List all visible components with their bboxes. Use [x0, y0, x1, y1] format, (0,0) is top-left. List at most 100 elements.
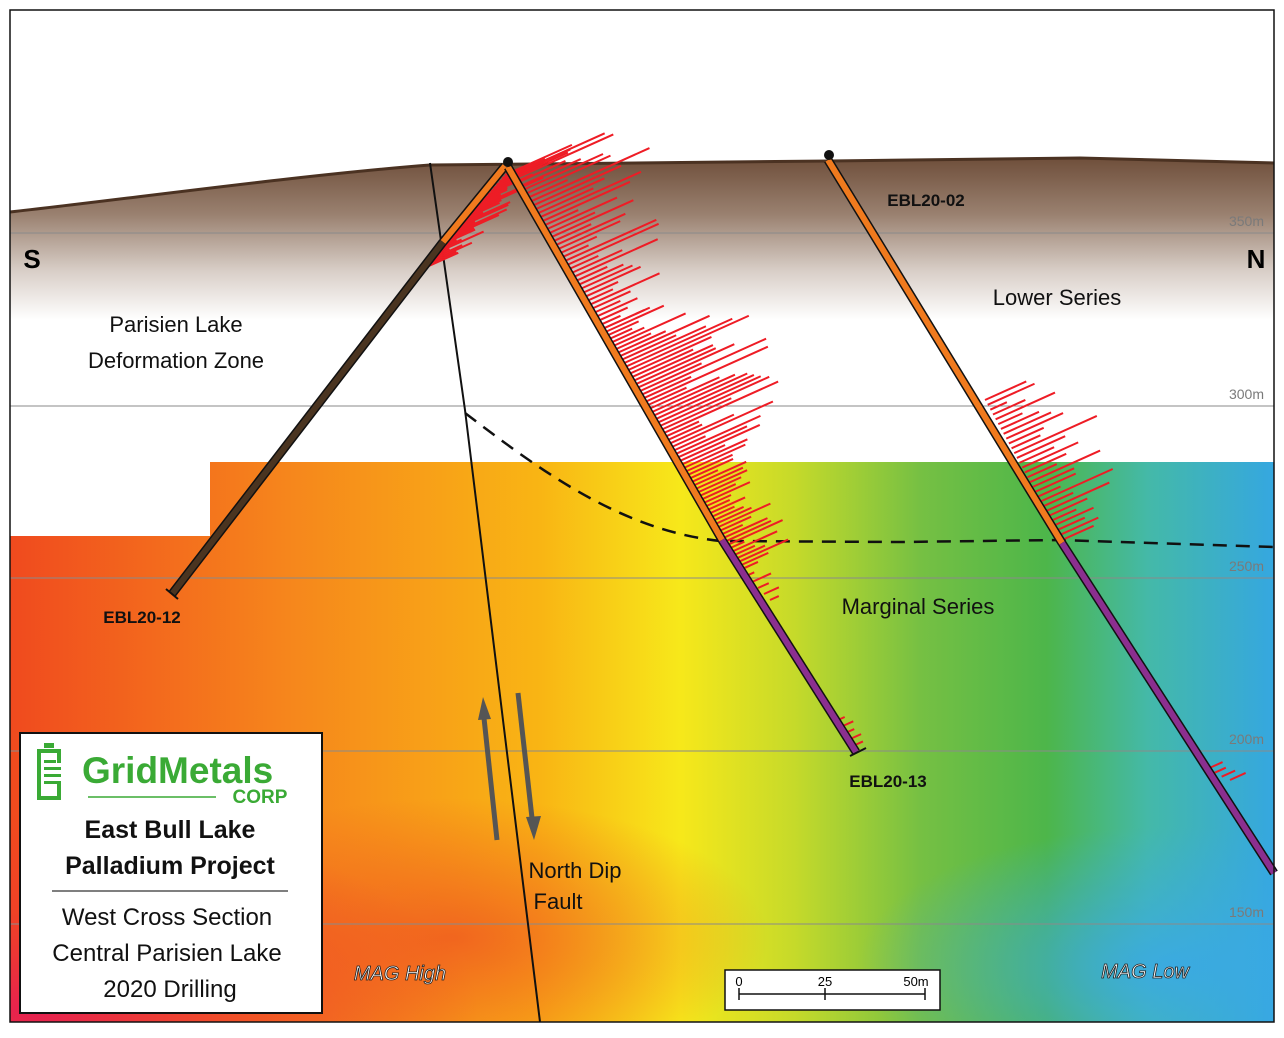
assay-bar-ebl20-13 [662, 420, 700, 439]
assay-bar-ebl20-02 [1045, 481, 1110, 512]
assay-bar-ebl20-13 [613, 330, 667, 356]
assay-bar-ebl20-13 [656, 375, 770, 429]
assay-bar-ebl20-13 [703, 494, 732, 509]
assay-bar-ebl20-02 [1061, 524, 1095, 541]
assay-bar-ebl20-13 [735, 538, 789, 564]
assay-bar-ebl20-13 [733, 544, 766, 561]
assay-bar-ebl20-13 [709, 505, 735, 519]
assay-bar-ebl20-12 [495, 151, 569, 186]
assay-bar-ebl20-12 [457, 203, 509, 229]
assay-bar-ebl20-13 [579, 265, 641, 296]
assay-bar-ebl20-13 [574, 263, 624, 288]
assay-bar-ebl20-13 [522, 154, 611, 196]
assay-bar-ebl20-13 [654, 375, 762, 425]
mag-high-label: MAG High [354, 963, 446, 985]
assay-bar-ebl20-02 [1053, 506, 1094, 527]
assay-bar-ebl20-13 [763, 586, 780, 595]
assay-bar-ebl20-13 [717, 515, 752, 533]
fault-arrows [478, 692, 541, 841]
assay-bar-ebl20-13 [666, 413, 735, 446]
assay-bar-ebl20-13 [723, 519, 772, 544]
assay-bar-ebl20-13 [615, 314, 710, 359]
assay-bar-ebl20-02 [1050, 508, 1077, 522]
assay-bar-ebl20-13 [713, 506, 752, 526]
lower-series-label: Lower Series [993, 285, 1121, 310]
assay-bar-ebl20-13 [518, 158, 582, 188]
assay-bar-ebl20-13 [660, 380, 779, 436]
assay-bar-ebl20-02 [1058, 516, 1099, 537]
scale-label-50: 50m [903, 974, 928, 989]
assay-bar-ebl20-13 [630, 344, 714, 384]
assay-bar-ebl20-13 [705, 499, 731, 512]
assay-bar-ebl20-12 [466, 201, 501, 219]
assay-bar-ebl20-13 [617, 334, 677, 363]
overburden-zone [10, 158, 1274, 320]
assay-bar-ebl20-13 [527, 147, 650, 204]
assay-bar-ebl20-13 [638, 337, 767, 397]
assay-bar-ebl20-02 [1000, 410, 1040, 430]
scale-bar: 0 25 50m [724, 969, 941, 1011]
assay-bar-ebl20-12 [469, 199, 502, 216]
assay-bar-ebl20-13 [719, 523, 744, 537]
assay-bar-ebl20-13 [650, 372, 748, 418]
section-title-1: West Cross Section [62, 904, 272, 931]
assay-bar-ebl20-02 [1003, 411, 1052, 435]
assay-bar-ebl20-13 [513, 133, 614, 180]
elev-label-250: 250m [1229, 558, 1264, 574]
project-title-2: Palladium Project [65, 852, 275, 880]
elev-label-350: 350m [1229, 213, 1264, 229]
fault-label-2: Fault [534, 889, 583, 914]
assay-bar-ebl20-13 [592, 297, 638, 319]
assay-bar-ebl20-13 [534, 187, 594, 216]
assay-bar-ebl20-13 [725, 519, 784, 547]
elev-label-300: 300m [1229, 386, 1264, 402]
assay-bar-ebl20-02 [1005, 412, 1064, 440]
assay-bar-ebl20-13 [623, 314, 750, 373]
assay-bar-ebl20-13 [636, 362, 703, 394]
assay-bar-ebl20-13 [609, 312, 687, 349]
assay-bar-ebl20-13 [688, 469, 719, 484]
figure-border [9, 9, 1275, 1023]
assay-bar-ebl20-02 [997, 412, 1023, 426]
assay-bar-ebl20-12 [451, 208, 508, 235]
logo-wordmark: GridMetals [82, 750, 273, 791]
project-title-1: East Bull Lake [85, 816, 256, 844]
assay-bar-ebl20-13 [721, 517, 768, 540]
assay-bar-ebl20-02 [1056, 516, 1086, 532]
scale-label-25: 25 [818, 974, 832, 989]
assay-bar-ebl20-13 [572, 265, 608, 284]
assay-bar-ebl20-13 [556, 235, 598, 256]
assay-bar-ebl20-02 [1035, 472, 1077, 493]
assay-bar-ebl20-02 [987, 382, 1035, 406]
assay-bar-ebl20-13 [563, 222, 660, 268]
elev-label-200: 200m [1229, 731, 1264, 747]
fault-label-1: North Dip [529, 858, 622, 883]
assay-bar-ebl20-13 [536, 170, 642, 220]
assay-bar-ebl20-13 [699, 483, 737, 502]
assay-bar-ebl20-13 [625, 336, 712, 377]
assay-bar-ebl20-13 [757, 582, 770, 589]
label-ebl20-02: EBL20-02 [887, 191, 964, 210]
assay-bar-ebl20-13 [690, 460, 747, 488]
section-title-3: 2020 Drilling [103, 976, 236, 1003]
assay-bar-ebl20-02 [1011, 434, 1041, 450]
assay-bar-ebl20-12 [448, 214, 500, 239]
assay-bar-ebl20-13 [621, 317, 733, 370]
assay-bar-ebl20-12 [478, 193, 502, 206]
assay-bar-ebl20-02 [984, 380, 1027, 401]
assay-bar-ebl20-02 [1040, 468, 1114, 503]
section-title-2: Central Parisien Lake [52, 940, 281, 967]
scale-label-0: 0 [735, 974, 742, 989]
assay-bar-ebl20-13 [601, 304, 665, 335]
assay-bar-ebl20-13 [632, 347, 717, 387]
assay-bar-ebl20-13 [670, 435, 706, 453]
label-ebl20-12: EBL20-12 [103, 608, 180, 627]
assay-bar-ebl20-02 [992, 398, 1026, 416]
title-box: GridMetals CORP East Bull Lake Palladium… [19, 732, 323, 1014]
assay-bar-ebl20-02 [1032, 467, 1075, 488]
north-label: N [1247, 244, 1266, 274]
assay-bar-ebl20-12 [460, 201, 511, 226]
assay-bar-ebl20-02 [1024, 452, 1067, 474]
